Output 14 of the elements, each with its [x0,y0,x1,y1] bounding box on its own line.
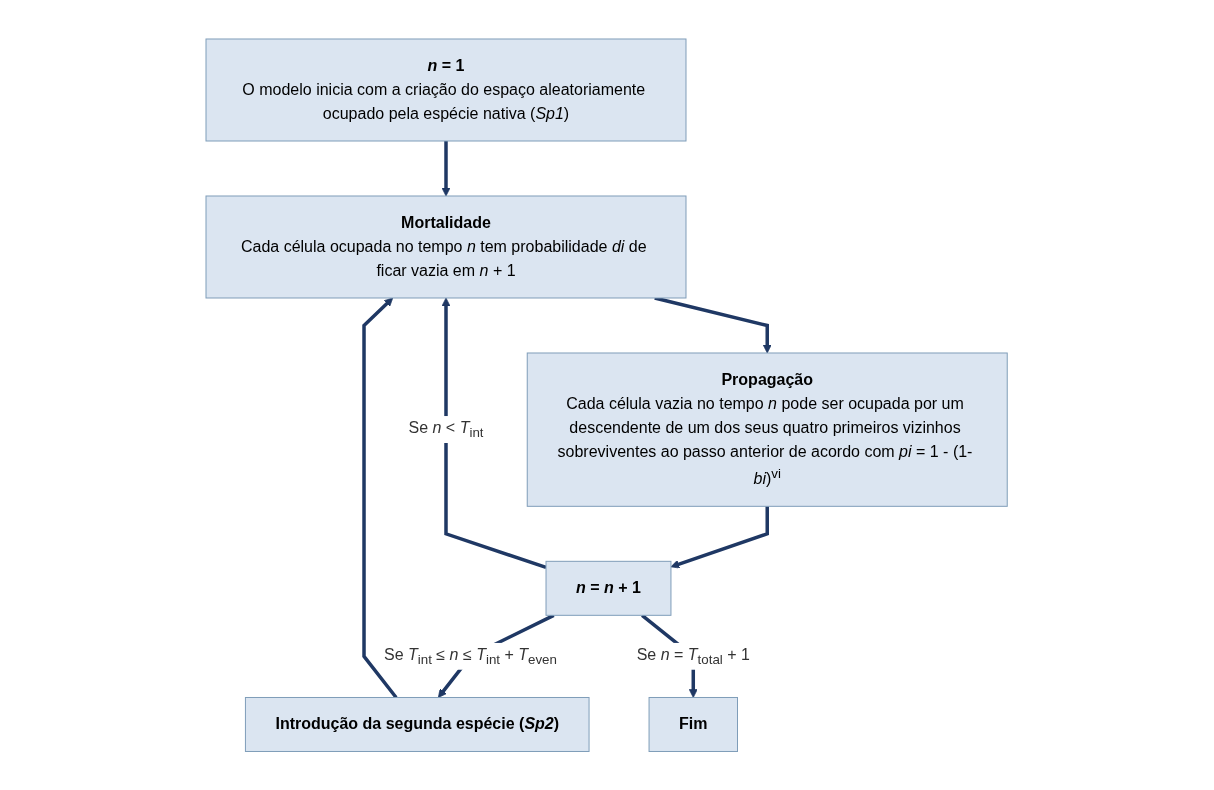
arrow [441,297,547,569]
node-box: n = 1 O modelo inicia com a criação do espaço aleatoriamente ocupado pela espécie nativa (Sp1) [205,38,687,142]
edge-label: Se n < T$_{int}$ [408,418,484,441]
arrow [654,296,772,354]
edge-label: Se n = T$_{total}$ + 1 [637,645,751,667]
node-box: n = n + 1 [545,560,672,616]
arrow [441,140,451,197]
arrow [362,297,398,699]
arrow [670,506,770,569]
node-box: Propagação Cada célula vazia no tempo n pode ser ocupada por um descendente de um dos seus quatro primeiros vizinhos sobreviventes ao passo anterior de acordo com pi = 1 - (1- bi)$^{vi}$ [527,352,1009,507]
node-box: Introdução da segunda espécie (Sp2) [245,696,590,752]
edge-label: Se T$_{int}$ ≤ n ≤ T$_{int}$ + T$_{even}$ [384,645,558,667]
node-box: Mortalidade Cada célula ocupada no tempo n tem probabilidade di de ficar vazia em n + 1 [205,195,687,299]
node-box: Fim [648,696,739,752]
